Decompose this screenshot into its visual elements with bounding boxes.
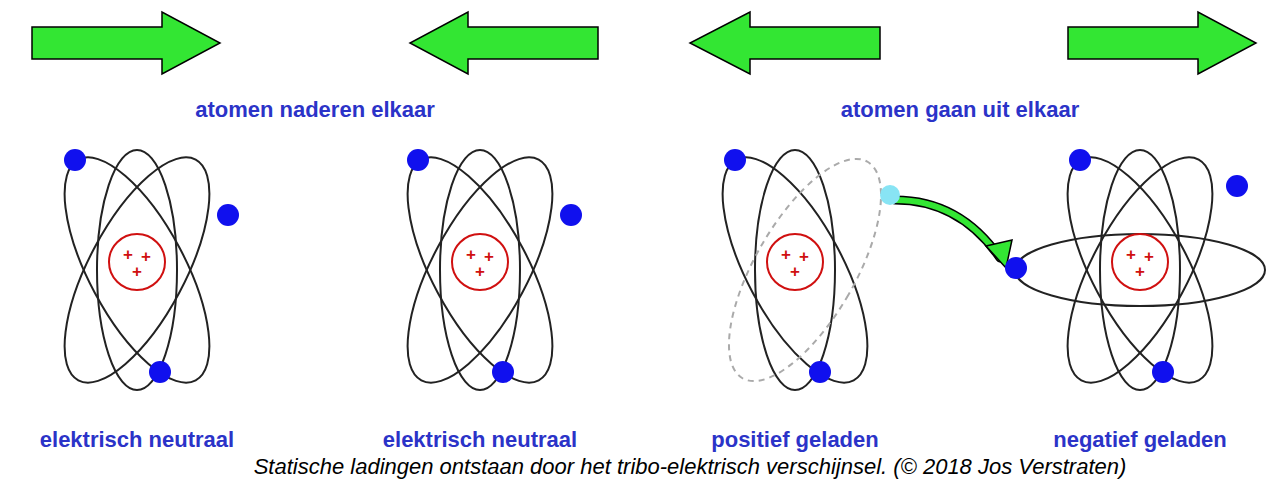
charge-sign: + <box>781 246 791 263</box>
nucleus <box>1112 234 1168 290</box>
nucleus <box>109 234 165 290</box>
orbit <box>36 137 238 403</box>
charge-state-label: elektrisch neutraal <box>40 427 234 452</box>
arrow-right <box>1068 12 1256 74</box>
charge-sign: + <box>1135 263 1145 280</box>
charge-state-label: positief geladen <box>711 427 878 452</box>
orbit <box>694 137 896 403</box>
electron <box>1069 149 1091 171</box>
electron <box>560 204 582 226</box>
orbit <box>1015 234 1265 306</box>
orbit <box>440 150 520 390</box>
charge-state-label: negatief geladen <box>1053 427 1227 452</box>
lost-electron <box>880 185 900 205</box>
orbit <box>755 150 835 390</box>
atom-orbits <box>36 137 1265 404</box>
electron <box>492 361 514 383</box>
charge-sign: + <box>132 263 142 280</box>
transfer-arrow <box>895 200 1000 258</box>
transfer-arrow-outline <box>895 200 1000 258</box>
caption: Statische ladingen ontstaan door het tri… <box>254 454 1127 479</box>
direction-arrows <box>32 12 1256 74</box>
electron <box>217 204 239 226</box>
orbit <box>1039 137 1241 403</box>
orbit <box>1100 150 1180 390</box>
electron <box>407 149 429 171</box>
charge-sign: + <box>1126 246 1136 263</box>
electron <box>1152 361 1174 383</box>
charge-sign: + <box>799 248 809 265</box>
charge-sign: + <box>1144 248 1154 265</box>
nucleus <box>452 234 508 290</box>
charge-sign: + <box>790 263 800 280</box>
nuclei <box>109 234 1168 290</box>
arrow-left <box>410 12 598 74</box>
electron <box>724 149 746 171</box>
charge-sign: + <box>123 246 133 263</box>
electron <box>64 149 86 171</box>
orbit <box>1039 137 1241 403</box>
charge-sign: + <box>141 248 151 265</box>
electron <box>1005 257 1027 279</box>
electron <box>149 361 171 383</box>
stage-heading: atomen naderen elkaar <box>195 97 435 122</box>
lost-orbit <box>699 137 911 404</box>
charge-sign: + <box>466 246 476 263</box>
orbit <box>36 137 238 403</box>
electron <box>1226 175 1248 197</box>
arrow-right <box>32 12 220 74</box>
orbit <box>97 150 177 390</box>
nucleus <box>767 234 823 290</box>
charge-sign: + <box>484 248 494 265</box>
electron <box>809 361 831 383</box>
charge-state-label: elektrisch neutraal <box>383 427 577 452</box>
electrons <box>64 149 1248 383</box>
charge-sign: + <box>475 263 485 280</box>
orbit <box>379 137 581 403</box>
arrow-left <box>690 12 880 74</box>
stage-heading: atomen gaan uit elkaar <box>841 97 1079 122</box>
orbit <box>379 137 581 403</box>
